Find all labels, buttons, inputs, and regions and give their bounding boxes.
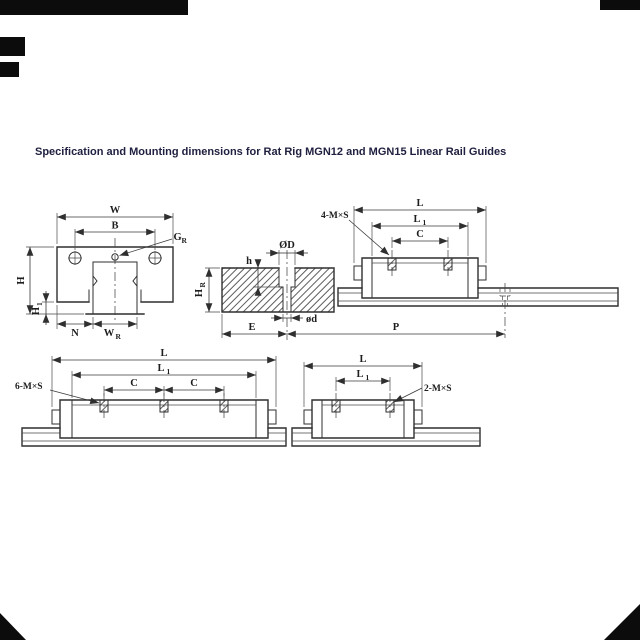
note-2-MxS: 2-M×S [424,384,452,394]
dim-label-E: E [248,322,255,333]
counterbore-hole [278,267,296,313]
dim-label-L: L [160,348,167,359]
dim-label-HR-group: H R [194,282,207,298]
end-seal-lines [321,399,405,439]
grease-boss-right [477,265,487,281]
dim-label-N: N [71,328,79,339]
dim-label-C: C [416,229,424,240]
scan-artifact-bottom-right [604,604,640,640]
rail-side-outline [291,427,481,447]
grease-boss-left [51,409,61,425]
dim-label-L1: L [413,214,420,225]
section-dimensions: ØD h H R ød E P [194,240,505,338]
rail-groove-lines [22,432,286,442]
dim-label-L1-sub: 1 [423,218,427,227]
dim-label-H1-group: H 1 [31,302,44,315]
hole-centerlines [335,393,391,418]
dim-label-counterbore-dia: ØD [279,240,295,251]
dim-label-L: L [359,354,366,365]
dim-label-counterbore-depth: h [246,256,252,267]
carriage-inner-step [88,289,142,303]
scan-artifact-left-lower [0,62,19,77]
screw-crosshairs [68,251,162,265]
dim-label-L1: L [157,363,164,374]
grease-boss-right [267,409,277,425]
end-seal-lines [71,399,257,439]
rail-ball-grooves [92,275,138,287]
front-view-dimensions: W B G R H H 1 N W R [16,205,188,341]
short-block-dimensions: L 1 L 2-M×S [303,354,452,407]
dim-label-H: H [16,276,27,284]
grease-boss-right [413,409,423,425]
note-6-MxS: 6-M×S [15,382,43,392]
page-title: Specification and Mounting dimensions fo… [35,146,506,158]
dim-label-HR: H [194,289,205,297]
dim-label-H1-sub: 1 [35,302,44,306]
dim-label-H1: H [31,307,42,315]
dim-label-W: W [110,205,121,216]
dim-label-WR: W [104,328,115,339]
dim-label-WR-sub: R [116,332,122,341]
long-block-dimensions: C C L 1 L 6-M×S [15,348,277,407]
dim-label-L: L [416,198,423,209]
scan-artifact-left-upper [0,37,25,56]
dim-label-GR-sub: R [182,236,188,245]
dim-label-GR: G [174,232,182,243]
long-block-side-view: C C L 1 L 6-M×S [15,348,287,447]
rail-side-outline [21,427,287,447]
dim-label-B: B [111,221,118,232]
rail-section-outline [221,267,335,313]
dim-label-C-rear: C [190,378,198,389]
dim-label-L1-sub: 1 [366,373,370,382]
dim-label-C-front: C [130,378,138,389]
standard-block-side-view: C L 1 L 4-M×S [321,198,619,338]
rail-side-outline [337,287,619,307]
scan-artifact-bottom-left [0,613,26,640]
dim-label-L1: L [356,369,363,380]
dim-label-P: P [393,322,400,333]
rail-groove-lines [338,292,618,302]
dim-label-bolt-hole-dia: ød [306,314,317,325]
rail-cross-section-view: ØD h H R ød E P [194,240,505,340]
grease-boss-left [303,409,313,425]
end-seal-lines [371,257,469,299]
rail-mounting-hole-hidden [499,288,511,306]
scan-artifact-top-left [0,0,188,15]
hole-centerlines [391,250,449,277]
note-4-MxS: 4-M×S [321,211,349,221]
standard-block-dimensions: C L 1 L 4-M×S [321,198,487,263]
hole-centerlines [103,393,225,418]
front-view: W B G R H H 1 N W R [16,205,188,341]
scan-artifact-top-right [600,0,640,10]
dim-label-L1-sub: 1 [167,367,171,376]
short-block-side-view: L 1 L 2-M×S [291,354,481,447]
dim-label-HR-sub: R [198,282,207,288]
rail-groove-lines [292,432,480,442]
grease-boss-left [353,265,363,281]
